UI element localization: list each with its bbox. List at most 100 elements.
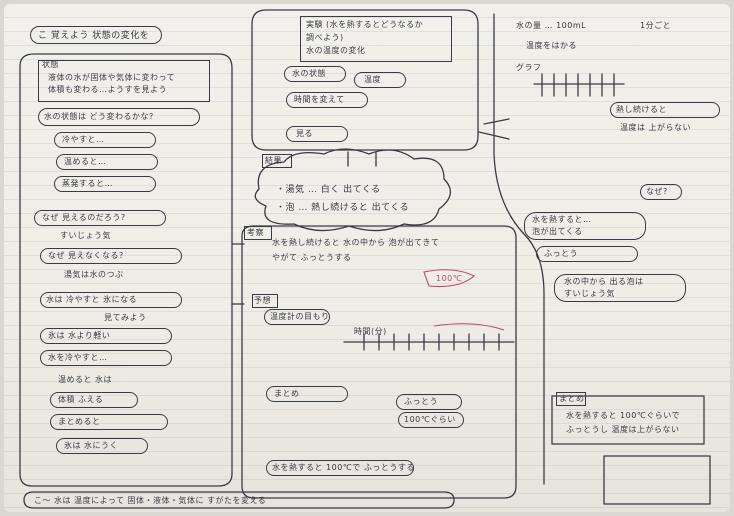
right-top-2: 温度をはかる [526, 41, 577, 50]
state-box [38, 60, 210, 102]
left-item-bubble-10 [50, 414, 168, 430]
top-bubble-text-1: 温度 [364, 75, 381, 84]
notebook-page: こ 覚えよう 状態の変化を 状態 液体の水が固体や気体に変わって 体積も変わる…… [4, 4, 730, 512]
right-bubble-0 [610, 102, 720, 118]
left-frame [19, 53, 233, 487]
left-item-2: なぜ 見えなくなる? [48, 251, 124, 260]
top-bubble-3 [286, 126, 348, 142]
state-box-line-2: 体積も変わる…ようすを見よう [48, 85, 167, 94]
left-item-7: 水を冷やすと… [48, 353, 108, 362]
question-bubble [38, 108, 200, 126]
left-item-bubble-11 [56, 438, 148, 454]
right-box-line-1: 水を熱すると 100℃ぐらいで [566, 411, 681, 420]
left-item-bubble-2 [40, 248, 182, 264]
bottom-right-box [551, 395, 705, 445]
right-item-1: 温度は 上がらない [620, 123, 692, 132]
left-item-bubble-6 [40, 328, 172, 344]
left-item-0: なぜ 見えるのだろう? [42, 213, 126, 222]
left-item-11: 氷は 水にうく [64, 441, 119, 450]
footer-bubble [23, 491, 455, 509]
left-header: こ 覚えよう 状態の変化を [38, 31, 150, 41]
left-item-6: 氷は 水より軽い [48, 331, 111, 340]
cloud-shape [254, 148, 451, 232]
left-header-bubble [30, 26, 162, 44]
top-bubble-text-0: 水の状態 [292, 69, 326, 78]
right-item-5: ふっとう [544, 249, 578, 258]
right-item-0: 熱し続けると [616, 105, 667, 114]
measure-label-box [252, 294, 278, 308]
result-label-box [262, 154, 292, 168]
answer-bubble-2 [56, 154, 158, 170]
left-item-bubble-9 [50, 392, 138, 408]
mid-label: 考察 [247, 228, 264, 237]
left-item-4: 水は 冷やすと 氷になる [46, 295, 138, 304]
right-top-1: 水の量 … 100mL [516, 21, 587, 30]
cloud-item-1: ・湯気 … 白く 出てくる [276, 185, 381, 195]
left-item-1: すいじょう気 [60, 231, 111, 240]
left-item-10: まとめると [58, 417, 101, 426]
left-item-8: 温めると 水は [58, 375, 113, 384]
experiment-line-2: 調べよう) [306, 33, 344, 42]
answer-bubble-3 [54, 176, 156, 192]
red-note: 100℃ [436, 274, 463, 283]
left-item-9: 体積 ふえる [58, 395, 104, 404]
left-item-5: 見てみよう [104, 313, 147, 322]
left-item-3: 湯気は水のつぶ [64, 270, 124, 279]
ruled-lines [4, 4, 730, 512]
answer-3: 蒸発すると… [62, 179, 113, 188]
connector-lines [231, 243, 245, 305]
right-box-line-2: ふっとうし 温度は上がらない [566, 425, 680, 434]
measure-text: 温度計の目もり [270, 312, 330, 321]
bottom-item-1: ふっとう [404, 397, 438, 406]
left-item-bubble-7 [40, 350, 172, 366]
experiment-line-1: 実験 (水を熱するとどうなるか [306, 20, 424, 29]
right-item-6: 水の中から 出る泡は [564, 277, 644, 286]
measure-bubble [264, 309, 330, 325]
answer-1: 冷やすと… [62, 135, 105, 144]
bottom-bubble-1 [396, 394, 462, 410]
bottom-bubble-0 [266, 386, 348, 402]
footer-text: こ〜 水は 温度によって 固体・液体・気体に すがたを変える [34, 496, 267, 505]
left-item-bubble-0 [34, 210, 166, 226]
bottom-item-3: 水を熱すると 100℃で ふっとうする [272, 463, 415, 472]
red-underline [433, 323, 505, 331]
mid-text-2: やがて ふっとうする [272, 253, 352, 262]
top-bubble-text-2: 時間を変えて [294, 95, 345, 104]
state-box-line-1: 液体の水が固体や気体に変わって [48, 73, 176, 82]
cloud-item-2: ・泡 … 熱し続けると 出てくる [276, 203, 410, 213]
red-note-shape [423, 269, 475, 288]
experiment-line-3: 水の温度の変化 [306, 46, 366, 55]
bottom-bubble-3 [266, 460, 414, 476]
question-text: 水の状態は どう変わるかな? [44, 112, 154, 121]
down-arrows [347, 151, 377, 167]
right-item-8: まとめ [559, 394, 585, 403]
top-bubble-0 [284, 66, 346, 82]
right-bubble-5 [536, 246, 638, 262]
answer-bubble-1 [54, 132, 156, 148]
graph-label: グラフ [516, 63, 542, 72]
axis-label: 時間(分) [354, 327, 387, 336]
right-top-3: 1分ごと [640, 21, 672, 30]
right-item-2: なぜ? [646, 187, 668, 196]
measure-label: 予想 [254, 296, 271, 305]
top-bubble-1 [354, 72, 406, 88]
bottom-right-box-2 [603, 455, 711, 505]
bottom-item-0: まとめ [274, 389, 300, 398]
right-bubble-3 [524, 212, 646, 240]
right-item-3: 水を熱すると… [532, 215, 592, 224]
right-item-7: すいじょう気 [564, 289, 615, 298]
right-item-4: 泡が出てくる [532, 227, 583, 236]
result-label: 結果 [265, 156, 282, 165]
bottom-bubble-2 [398, 412, 464, 428]
center-lower-frame [241, 225, 517, 499]
answer-2: 温めると… [64, 157, 107, 166]
bottom-item-2: 100℃ぐらい [404, 415, 456, 424]
right-bubble-2 [640, 184, 682, 200]
axis-ticks [363, 333, 500, 351]
center-top-frame [251, 9, 479, 151]
mid-label-box [244, 226, 272, 240]
experiment-box [300, 16, 452, 62]
right-divider [493, 13, 545, 485]
graph-ticks [533, 73, 625, 97]
state-box-title: 状態 [42, 60, 59, 69]
